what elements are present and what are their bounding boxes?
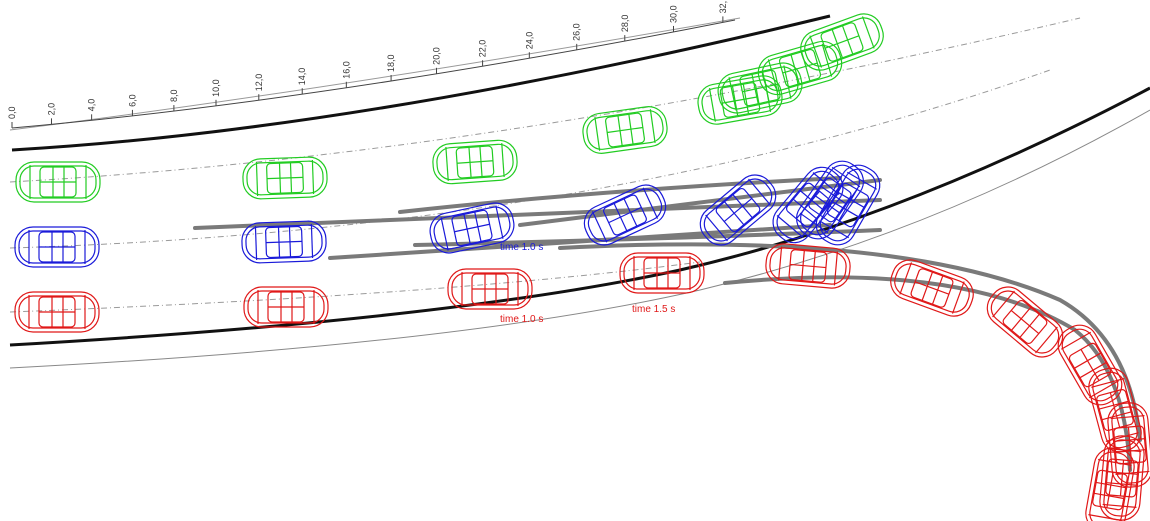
scale-tick-label: 26,0 [572, 23, 582, 41]
green-vehicle [242, 156, 328, 200]
lane-centerline-lower [9, 261, 701, 313]
green-vehicle [800, 13, 884, 71]
trajectory-trace-7 [723, 275, 1132, 472]
scale-tick-label: 0,0 [7, 106, 17, 119]
scale-tick-label: 30,0 [668, 5, 678, 23]
trajectory-trace-2 [398, 176, 842, 214]
blue-time-label: time 1.0 s [500, 242, 543, 253]
road [9, 14, 1150, 369]
scale-line [11, 19, 736, 129]
blue-vehicle [14, 226, 100, 268]
scale-tick-label: 14,0 [297, 68, 307, 86]
red-vehicle [1107, 402, 1150, 488]
red-vehicle [890, 259, 974, 317]
scale-tick-label: 10,0 [211, 79, 221, 97]
scale-tick-label: 4,0 [87, 99, 97, 112]
vehicles-layer [14, 13, 1150, 521]
blue-vehicle [241, 220, 327, 264]
scale-tick-label: 2,0 [46, 103, 56, 116]
red-vehicle [14, 291, 100, 333]
scale-tick-label: 6,0 [127, 94, 137, 107]
red-vehicle [619, 252, 705, 294]
green-vehicle [717, 62, 803, 114]
scale-tick-label: 22,0 [478, 40, 488, 58]
red-vehicle [1057, 324, 1123, 406]
red-time-label-2: time 1.5 s [632, 304, 675, 315]
green-vehicle [432, 139, 518, 185]
annotations: time 1.0 s time 1.0 s time 1.5 s [500, 242, 675, 325]
road-outer-edge [11, 14, 831, 152]
scale-tick-label: 24,0 [524, 32, 534, 50]
trajectory-trace-4 [413, 228, 882, 247]
red-vehicle [447, 268, 533, 310]
scale-tick-label: 28,0 [620, 15, 630, 33]
red-vehicle [765, 243, 851, 289]
green-vehicle [582, 106, 668, 154]
trajectory-trace-5 [518, 178, 882, 227]
red-vehicle [986, 286, 1064, 358]
blue-vehicle [429, 202, 515, 254]
scale-tick-label: 8,0 [169, 90, 179, 103]
scale-tick-label: 32, [718, 1, 728, 14]
scale-tick-label: 16,0 [341, 61, 351, 79]
green-vehicle [757, 40, 843, 96]
green-vehicle [15, 161, 101, 203]
red-time-label-1: time 1.0 s [500, 314, 543, 325]
road-inner-edge-thin [9, 109, 1150, 369]
blue-vehicle [699, 174, 777, 246]
scale-tick-label: 12,0 [254, 74, 264, 92]
scale-tick-label: 18,0 [386, 54, 396, 72]
road-inner-edge [9, 86, 1150, 347]
trajectory-traces [193, 176, 1142, 472]
blue-vehicle [815, 164, 881, 246]
red-vehicle [1085, 447, 1135, 521]
red-vehicle [243, 286, 329, 328]
lane-centerline-middle [9, 69, 1051, 249]
distance-scale: 0,0 2,0 4,0 6,0 8,0 10,0 12,0 14,0 16,0 18,0 20,0 2… [7, 1, 736, 129]
blue-vehicle [583, 184, 667, 246]
trajectory-trace-6 [558, 242, 1142, 442]
lane-centerline-upper [9, 17, 1081, 183]
scale-tick-label: 20,0 [432, 47, 442, 65]
